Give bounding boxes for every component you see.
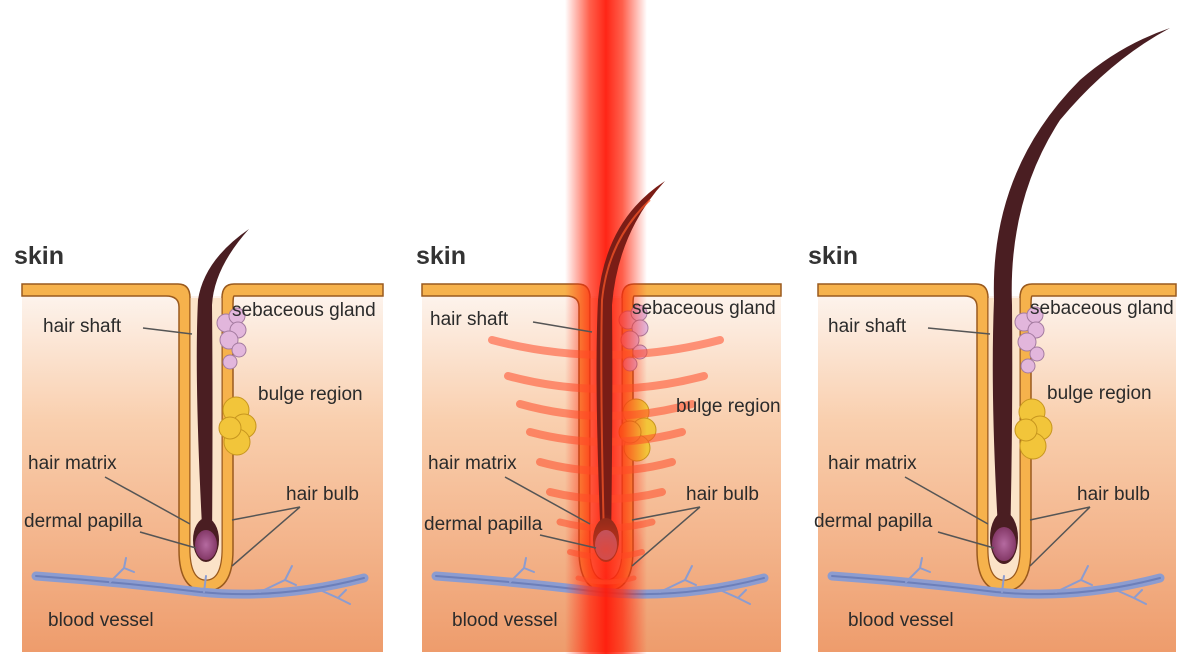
hair-highlight <box>600 199 651 541</box>
hair <box>596 181 665 545</box>
hair-shaft-leader <box>532 321 593 333</box>
blood-vessel-label: blood vessel <box>48 610 154 631</box>
hair-matrix-label: hair matrix <box>28 453 117 474</box>
dermal-papilla-leader <box>539 534 597 549</box>
hair-shaft-leader <box>142 327 193 335</box>
dermal-papilla <box>992 527 1016 561</box>
hair-bulb-label: hair bulb <box>286 484 359 505</box>
blood-vessel <box>31 557 369 605</box>
sebaceous-gland <box>216 307 247 370</box>
hair-bulb-leader <box>231 506 301 567</box>
panel-laser: skin hair shaft sebaceous gland bulge re… <box>416 0 782 654</box>
hair-matrix-leader <box>904 476 989 525</box>
dermal-papilla-label: dermal papilla <box>24 511 143 532</box>
dermal-papilla-label: dermal papilla <box>424 514 543 535</box>
sebaceous-gland-label: sebaceous gland <box>232 300 376 321</box>
skin-label: skin <box>416 242 466 270</box>
blood-vessel-label: blood vessel <box>452 610 558 631</box>
laser-heat-glow <box>566 514 646 586</box>
hair-shaft-label: hair shaft <box>430 309 509 330</box>
sebaceous-gland-label: sebaceous gland <box>632 298 776 319</box>
blood-vessel <box>827 557 1165 605</box>
hair-matrix-leader <box>104 476 191 525</box>
hair-bulb-leader <box>1029 506 1091 567</box>
panel-regrowth: skin hair shaft sebaceous gland bulge re… <box>808 28 1177 652</box>
hair-matrix-label: hair matrix <box>828 453 917 474</box>
skin-label: skin <box>14 242 64 270</box>
dermal-papilla-leader <box>937 531 995 549</box>
blood-vessel-label: blood vessel <box>848 610 954 631</box>
hair-shaft-label: hair shaft <box>828 316 907 337</box>
bulge-region-label: bulge region <box>676 396 781 417</box>
dermal-papilla-leader <box>139 531 197 549</box>
dermal-papilla-label: dermal papilla <box>814 511 933 532</box>
bulge-region <box>1014 398 1053 460</box>
hair-shaft-leader <box>927 327 991 335</box>
hair-bulb-label: hair bulb <box>686 484 759 505</box>
dermal-papilla <box>195 530 217 560</box>
bulge-region-label: bulge region <box>258 384 363 405</box>
hair <box>992 28 1170 545</box>
hair <box>196 229 249 545</box>
bulge-region <box>218 396 257 456</box>
hair-shaft-label: hair shaft <box>43 316 122 337</box>
hair-matrix-label: hair matrix <box>428 453 517 474</box>
sebaceous-gland <box>1014 306 1045 374</box>
hair-matrix-leader <box>504 476 591 525</box>
sebaceous-gland-label: sebaceous gland <box>1030 298 1174 319</box>
panel-before: skin hair shaft sebaceous gland bulge re… <box>14 229 384 652</box>
hair-bulb-leader <box>631 506 701 567</box>
skin-label: skin <box>808 242 858 270</box>
bulge-region-label: bulge region <box>1047 383 1152 404</box>
hair-bulb-label: hair bulb <box>1077 484 1150 505</box>
